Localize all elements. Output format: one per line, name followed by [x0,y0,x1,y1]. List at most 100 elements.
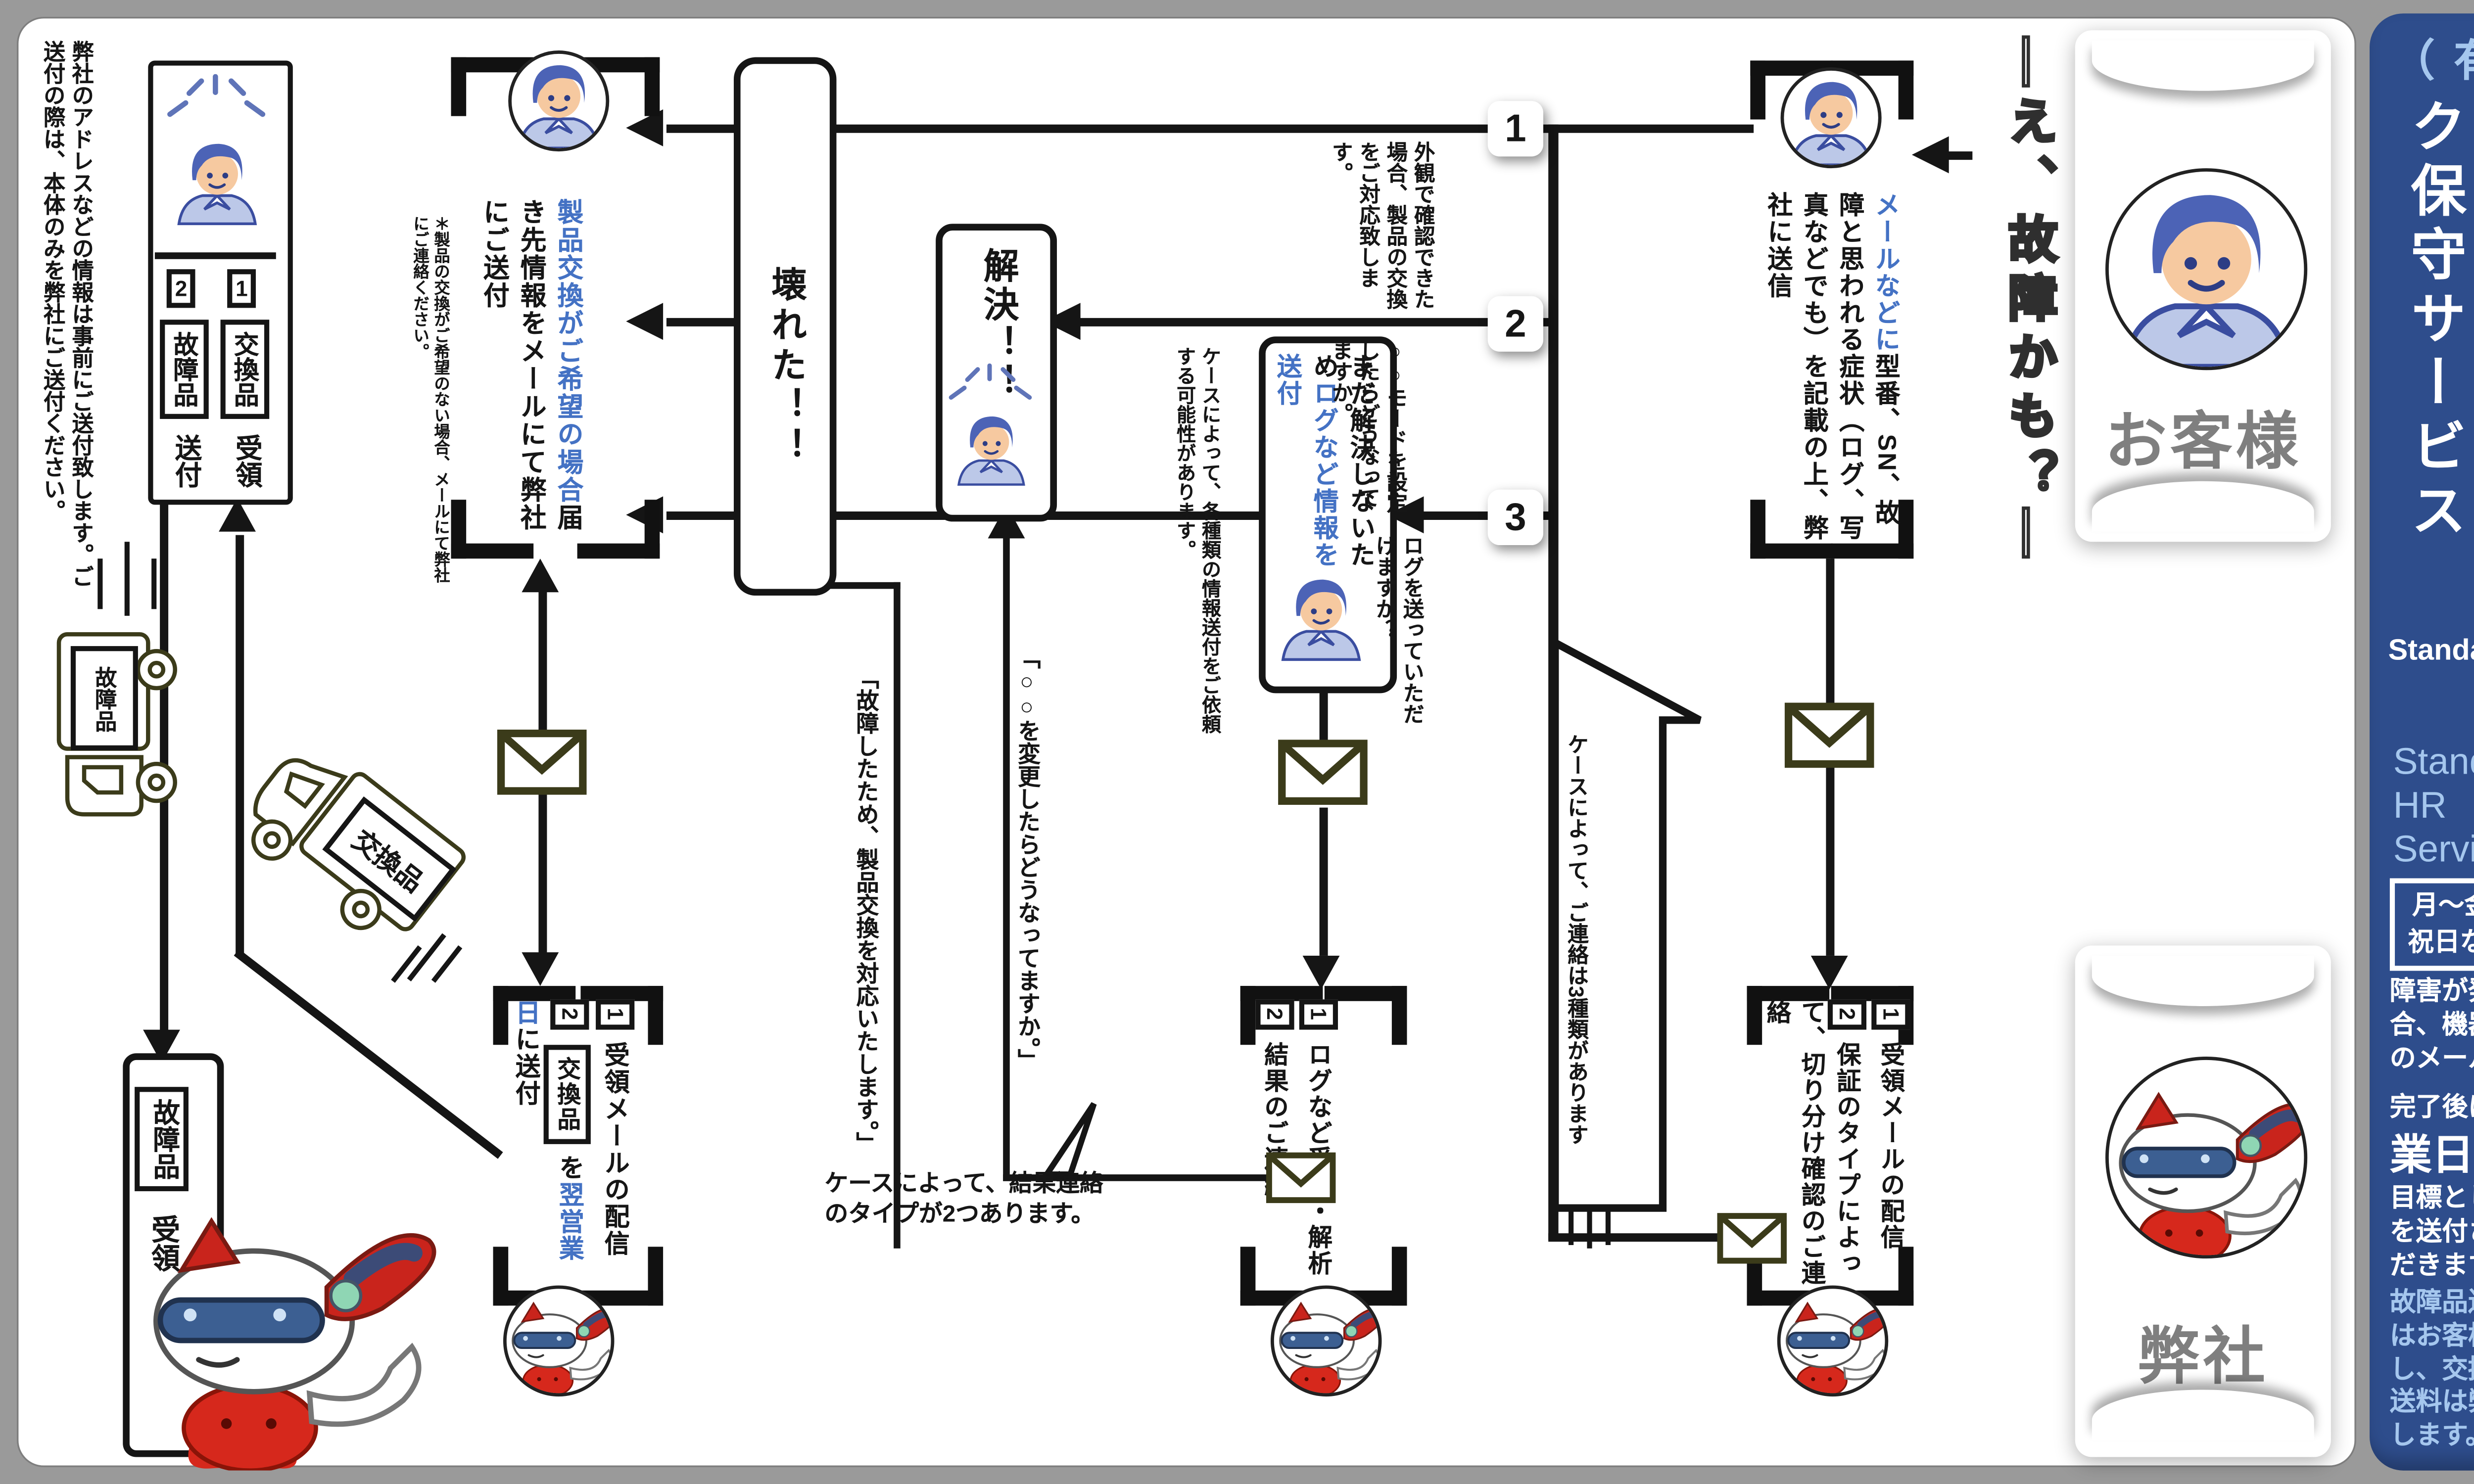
unresolved-text: まだ解決しないためログなど情報を送付 [1269,353,1379,589]
step-number: 2 [550,999,590,1030]
arrowhead [1911,136,1949,174]
company-label: 弊社 [2137,1322,2269,1391]
ribbon [2092,40,2314,91]
speed-line [124,542,130,616]
exchange-request-body: 届き先情報をメールにて弊社にご送付 [479,198,582,532]
box-broke: 壊れた！！ [733,57,837,596]
exchange-request-highlight: 製品交換がご希望の場合 [554,198,582,504]
delivery-exchange-text: 1 受領メールの配信 2 交換品を翌営業日に送付 [503,999,640,1289]
connector-trunk-bottom [1548,1233,1727,1242]
sidebar-note-blue: 故障品送付の送料はお客様負担とし、交換品送付の送料は弊社負担とします。 [2389,1289,2474,1451]
diagram-panel [17,17,2356,1467]
arrowhead [1302,955,1340,989]
person-icon [1784,71,1878,165]
customer-avatar [508,50,610,152]
mail-icon [1266,1151,1336,1205]
speed-line [1605,1205,1611,1245]
robot-icon [1271,1289,1381,1396]
person-icon [2109,172,2304,367]
mail-delivery-label: 受領メールの配信 [601,1042,630,1257]
step-col: 1 受領メールの配信 [596,999,635,1289]
frame-send-request [1750,60,1914,559]
service-title: 先出しセンドバッ ク保守サービス [2396,97,2474,690]
triage-contact-text: 1受領メールの配信 2保証のタイプによって、切り分け確認のご連絡 [1754,999,1915,1289]
connector-quote-exchange-top [819,582,901,589]
frame-exchange-request [451,57,660,559]
customer-avatar-large [2105,168,2308,371]
robot-avatar [1270,1285,1382,1397]
quote-retry: 「○○を変更したらどうなってますか。」 [1014,646,1040,1071]
receive-label: 受領 [230,434,259,488]
faulty-item-label: 故障品 [160,320,209,419]
step-col: 2結果のご連絡 [1255,999,1294,1298]
truck-faulty-label: 故障品 [70,646,138,750]
exchange-item-label: 交換品 [544,1045,591,1145]
unresolved-black: まだ解決しないため [1310,353,1376,569]
robot-icon [1777,1289,1888,1396]
receive-label: 受領 [146,1214,179,1272]
mail-icon [1716,1211,1787,1265]
customer-avatar [1276,555,1367,673]
mail-icon [1278,737,1369,808]
customer-avatar [1780,67,1882,169]
connector-quote-exchange [894,582,901,1249]
arrowhead [1810,955,1848,989]
robot-avatar [503,1285,615,1397]
step-number: 1 [1299,999,1338,1030]
text: を [556,1155,584,1182]
ribbon [2092,481,2314,532]
speed-line [1569,1205,1574,1245]
next-bizday-label: 翌営業日 [512,999,584,1262]
branch3-note: ログを送っていただけますか？ [1372,535,1423,725]
step-col: 1ログなど受領・解析 [1299,999,1338,1298]
divider [154,252,276,259]
number-badge-3: 3 [1487,489,1543,546]
broke-text: 壊れた！！ [767,266,807,468]
connector-customer-send [1942,151,1973,160]
text: に送付 [512,1026,541,1108]
sidebar [2370,13,2474,1471]
step-col: 2 交換品を翌営業日に送付 [508,999,591,1289]
standard-label: Standard [2388,632,2474,666]
robot-mascot [118,1215,454,1471]
step-number: 1 [596,999,635,1030]
plan-name: StandardA HR Service [2393,740,2474,870]
service-hours: 月～金 9～18 祝日などを除く [2389,878,2474,972]
connector-exchange-receive [236,535,243,956]
person-icon [512,54,606,148]
service-title-col1: 先出しセンドバッ [2469,97,2474,609]
unresolved-note: ケースによって、各種類の情報送付をご依頼する可能性があります。 [1174,346,1220,734]
mail-icon [1784,700,1875,771]
connector-d-mail2 [1826,767,1834,956]
thought-text: ―え、故障かも？― [1999,35,2057,568]
step-number: 1 [227,269,256,308]
arrowhead [522,952,559,986]
log-analysis-text: 1ログなど受領・解析 2結果のご連絡 [1250,999,1343,1298]
company-robot-avatar [2105,1057,2308,1259]
sidebar-note-post: を努力目標として代替機を送付させていただきます。 [2389,1185,2474,1281]
branch2-note: ○○モードを設定したらどうなってますか。 [1328,340,1407,513]
banner-3types-text: ケースによって、ご連絡は3種類があります [1564,733,1588,1145]
exchange-item-label: 交換品 [220,320,270,419]
send-request-text: メールなどに型番、SN、故障と思われる症状（ログ、写真などでも）を記載の上、弊社… [1760,192,1904,549]
faulty-item-label: 故障品 [135,1087,189,1192]
paid-label: （ 有償 ） [2391,35,2474,86]
pre-registration-note: 弊社のアドレスなどの情報は事前にご送付致します。ご送付の際は、本体のみを弊社にご… [40,40,94,588]
banner-3types-shape [1551,636,1702,1212]
step-number: 2 [166,269,196,308]
connector-branch2-right [1077,318,1552,326]
customer-avatar [952,394,1030,498]
unresolved-blue: ログなど情報を送付 [1273,353,1339,569]
connector-quote-retry [1003,535,1010,1181]
step-col: 1受領メールの配信 [1871,999,1911,1289]
step-col: 2保証のタイプによって、切り分け確認のご連絡 [1759,999,1867,1289]
customer-label: お客様 [2104,407,2302,476]
sidebar-note-pre: 障害が発生した場合、機器交換要請のメールなど受付完了後に、 [2389,977,2474,1123]
send-request-highlight: メールなどに [1871,191,1901,354]
quote-exchange: 「故障したため、製品交換を対応いたします。」 [852,666,878,1155]
step-number: 2 [1828,999,1867,1030]
speed-line [151,558,157,609]
connector-branch1 [666,124,1754,133]
arrowhead [522,558,559,593]
callout-pointer [1041,1102,1097,1178]
